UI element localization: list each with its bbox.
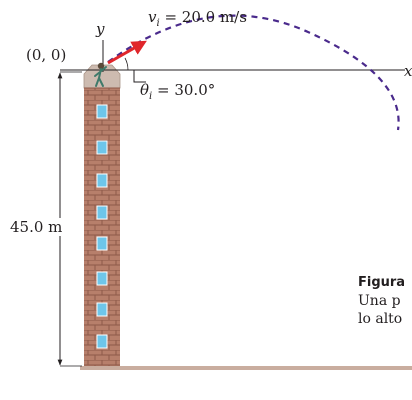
building-windows bbox=[96, 104, 108, 349]
person-icon bbox=[94, 62, 107, 87]
origin-label: (0, 0) bbox=[26, 46, 67, 64]
angle-label: θi = 30.0° bbox=[140, 81, 215, 102]
angle-symbol: θ bbox=[140, 81, 150, 99]
trajectory-path bbox=[107, 14, 400, 131]
building bbox=[83, 64, 121, 366]
velocity-subscript: i bbox=[156, 18, 160, 29]
velocity-symbol: v bbox=[148, 8, 157, 26]
window bbox=[96, 173, 108, 188]
y-axis-label: y bbox=[96, 20, 105, 38]
angle-arc bbox=[124, 57, 129, 71]
window bbox=[96, 271, 108, 286]
velocity-arrow bbox=[107, 40, 147, 65]
window bbox=[96, 236, 108, 251]
x-axis-label: x bbox=[404, 62, 412, 80]
window bbox=[96, 334, 108, 349]
ground bbox=[80, 366, 412, 370]
window bbox=[96, 302, 108, 317]
figure-caption-line-1: Una p bbox=[358, 293, 401, 309]
angle-subscript: i bbox=[149, 91, 153, 102]
angle-marker bbox=[133, 70, 146, 83]
velocity-label: vi = 20.0 m/s bbox=[148, 8, 247, 29]
figure-caption-line-2: lo alto bbox=[358, 311, 403, 327]
window bbox=[96, 205, 108, 220]
window bbox=[96, 104, 108, 119]
velocity-value: = 20.0 m/s bbox=[159, 8, 247, 26]
height-label: 45.0 m bbox=[8, 218, 65, 236]
figure-caption-title: Figura bbox=[358, 275, 406, 290]
window bbox=[96, 140, 108, 155]
angle-value: = 30.0° bbox=[152, 81, 216, 99]
